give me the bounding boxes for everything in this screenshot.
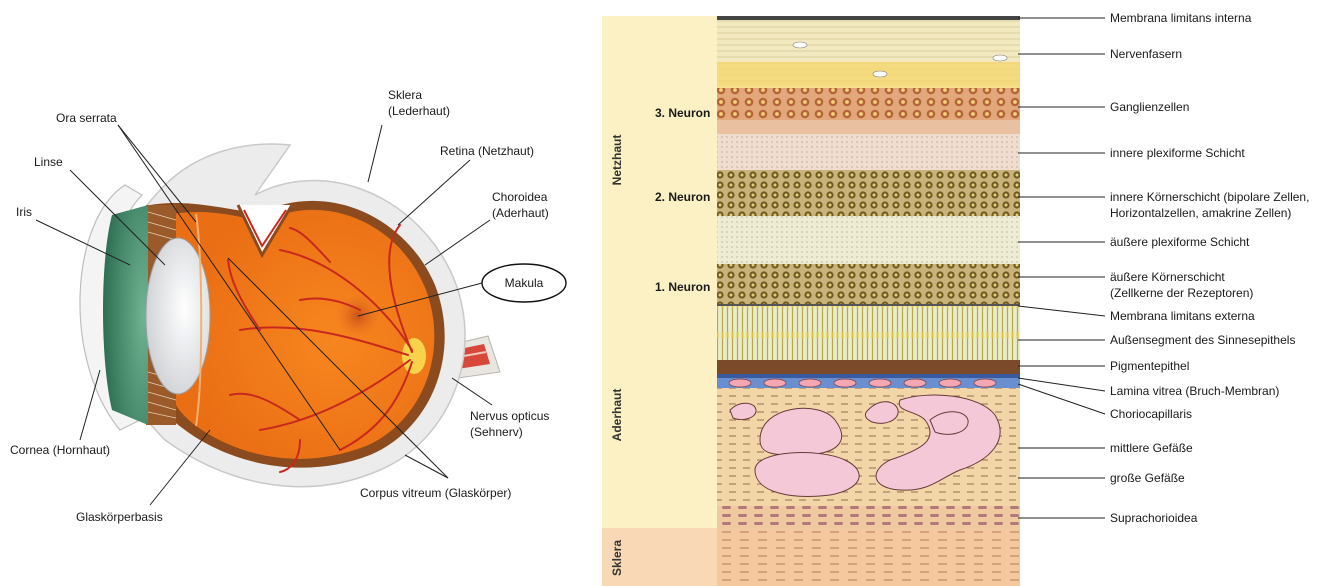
layer-label-4: innere plexiforme Schicht — [1110, 146, 1245, 160]
layer-label-1: Membrana limitans interna — [1110, 11, 1252, 25]
layer-ganglienzellen — [717, 88, 1020, 120]
layer-label-6: Horizontalzellen, amakrine Zellen) — [1110, 206, 1291, 220]
layer-leader-lines — [1018, 18, 1105, 518]
layer-label-17: Suprachorioidea — [1110, 511, 1198, 525]
label-cornea: Cornea (Hornhaut) — [10, 443, 110, 457]
layer-label-12: Pigmentepithel — [1110, 359, 1189, 373]
label-glaskoerperbasis: Glaskörperbasis — [76, 510, 163, 524]
label-choroidea-line2: (Aderhaut) — [492, 206, 549, 220]
optic-disc — [402, 338, 426, 374]
eye-cross-section: Sklera (Lederhaut) Ora serrata Retina (N… — [10, 88, 566, 524]
label-retina: Retina (Netzhaut) — [440, 144, 534, 158]
label-choroidea-line1: Choroidea — [492, 190, 548, 204]
layer-suprachorioidea — [717, 506, 1020, 530]
layer-innere-koerner — [717, 170, 1020, 216]
layer-aeussere-koerner — [717, 264, 1020, 304]
layer-label-3: Ganglienzellen — [1110, 100, 1189, 114]
layer-label-16: große Gefäße — [1110, 471, 1185, 485]
layer-label-9: (Zellkerne der Rezeptoren) — [1110, 286, 1253, 300]
band-label-sklera: Sklera — [610, 540, 624, 576]
label-ora-serrata: Ora serrata — [56, 111, 117, 125]
layer-aussensegment — [717, 306, 1020, 360]
label-sklera-line2: (Lederhaut) — [388, 104, 450, 118]
layer-label-7: äußere plexiforme Schicht — [1110, 235, 1250, 249]
vitreous-body — [172, 210, 434, 459]
retina-histology: Netzhaut Aderhaut Sklera 3. Neuron 2. Ne… — [602, 11, 1309, 586]
label-iris: Iris — [16, 205, 32, 219]
layer-stack — [717, 16, 1020, 586]
neuron-label-1: 1. Neuron — [655, 280, 710, 294]
layer-label-15: mittlere Gefäße — [1110, 441, 1193, 455]
band-label-netzhaut: Netzhaut — [610, 135, 624, 186]
label-makula: Makula — [505, 276, 544, 290]
layer-label-2: Nervenfasern — [1110, 47, 1182, 61]
layer-pigmentepithel — [717, 360, 1020, 374]
layer-label-10: Membrana limitans externa — [1110, 309, 1255, 323]
layer-limitans-interna — [717, 16, 1020, 20]
label-linse: Linse — [34, 155, 63, 169]
layer-label-13: Lamina vitrea (Bruch-Membran) — [1110, 384, 1279, 398]
label-nervus-opticus-line2: (Sehnerv) — [470, 425, 523, 439]
layer-innere-plexiforme — [717, 134, 1020, 170]
layer-aeussere-plexiforme — [717, 216, 1020, 264]
label-sklera-line1: Sklera — [388, 88, 422, 102]
neuron-label-3: 3. Neuron — [655, 106, 710, 120]
layer-label-5: innere Körnerschicht (bipolare Zellen, — [1110, 190, 1309, 204]
layer-label-14: Choriocapillaris — [1110, 407, 1192, 421]
neuron-label-2: 2. Neuron — [655, 190, 710, 204]
iris — [103, 205, 148, 425]
layer-label-11: Außensegment des Sinnesepithels — [1110, 333, 1295, 347]
layer-lamina-vitrea — [717, 374, 1020, 378]
label-nervus-opticus-line1: Nervus opticus — [470, 409, 549, 423]
layer-label-8: äußere Körnerschicht — [1110, 270, 1225, 284]
band-label-aderhaut: Aderhaut — [610, 389, 624, 442]
layer-limitans-externa — [717, 304, 1020, 306]
label-corpus-vitreum: Corpus vitreum (Glaskörper) — [360, 486, 511, 500]
layer-labels: Membrana limitans interna Nervenfasern G… — [1110, 11, 1309, 525]
layer-sklera — [717, 530, 1020, 586]
